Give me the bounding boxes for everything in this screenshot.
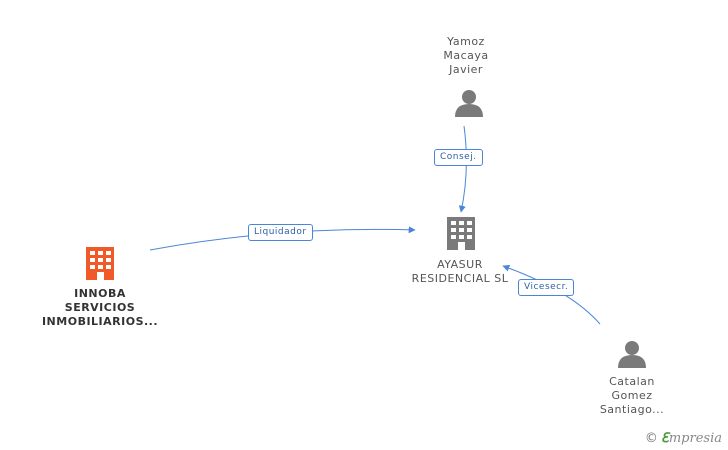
node-label-person-top[interactable]: Yamoz Macaya Javier <box>426 35 506 77</box>
name-line: Gomez <box>611 389 653 402</box>
person-icon[interactable] <box>618 341 646 368</box>
node-label-person-bottom[interactable]: Catalan Gomez Santiago... <box>590 375 674 417</box>
edge-label-consej[interactable]: Consej. <box>434 149 483 166</box>
building-icon[interactable] <box>447 217 475 250</box>
name-line: Catalan <box>609 375 655 388</box>
brand-logo: ©ℇmpresia <box>645 431 722 446</box>
name-line: INMOBILIARIOS... <box>41 315 159 328</box>
node-label-company-center[interactable]: AYASUR RESIDENCIAL SL <box>405 258 515 286</box>
copyright-icon: © <box>644 431 658 446</box>
brand-name: mpresia <box>668 431 722 446</box>
edge-consej <box>458 125 467 213</box>
name-line: SERVICIOS <box>64 301 136 314</box>
name-line: Javier <box>449 63 483 76</box>
name-line: INNOBA <box>74 287 126 300</box>
edge-label-vicesecr[interactable]: Vicesecr. <box>518 279 575 296</box>
name-line: Macaya <box>443 49 489 62</box>
name-line: RESIDENCIAL SL <box>411 272 509 285</box>
node-label-company-left[interactable]: INNOBA SERVICIOS INMOBILIARIOS... <box>40 287 160 329</box>
brand-e-letter: ℇ <box>660 431 669 446</box>
edge-label-liquidador[interactable]: Liquidador <box>248 224 313 241</box>
name-line: AYASUR <box>437 258 483 271</box>
name-line: Santiago... <box>599 403 665 416</box>
person-icon[interactable] <box>455 90 483 117</box>
building-icon-highlight[interactable] <box>86 247 114 280</box>
name-line: Yamoz <box>447 35 485 48</box>
